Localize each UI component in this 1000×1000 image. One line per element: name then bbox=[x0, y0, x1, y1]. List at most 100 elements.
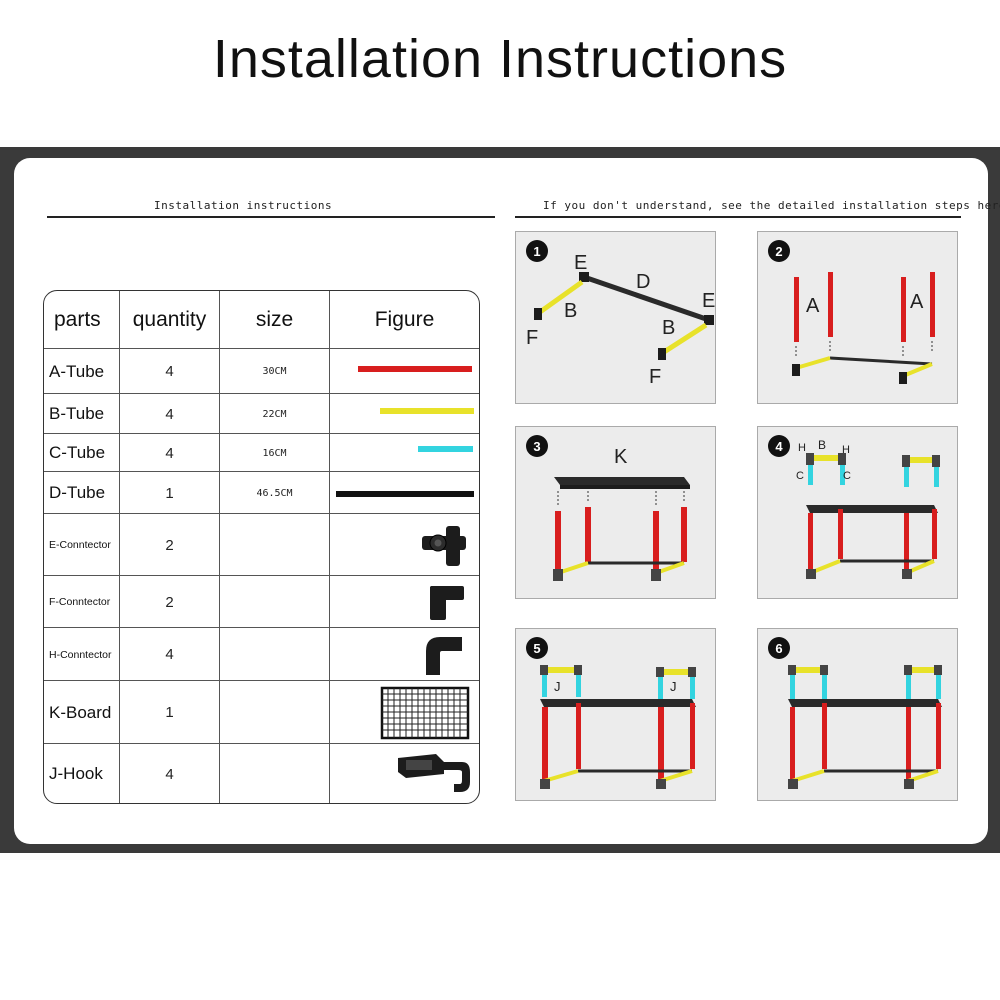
table-row: B-Tube 4 22CM bbox=[44, 393, 479, 434]
step-6-illustration bbox=[788, 665, 942, 789]
table-header-row: parts quantity size Figure bbox=[44, 291, 479, 348]
step-4-panel: 4 H B H C C bbox=[757, 426, 958, 599]
black-tube-icon bbox=[336, 491, 474, 497]
part-figure bbox=[329, 434, 479, 472]
part-name: J-Hook bbox=[49, 764, 103, 783]
page-title: Installation Instructions bbox=[212, 29, 788, 89]
table-row: K-Board 1 bbox=[44, 680, 479, 744]
step-label: C bbox=[843, 470, 851, 482]
table-row: F-Conntector 2 bbox=[44, 575, 479, 628]
step-label: E bbox=[702, 290, 715, 312]
step-5-illustration: J J bbox=[540, 665, 696, 789]
part-name: A-Tube bbox=[49, 361, 105, 381]
part-figure bbox=[329, 472, 479, 514]
part-name: C-Tube bbox=[49, 443, 106, 462]
left-section-header: Installation instructions bbox=[154, 199, 333, 212]
step-label: F bbox=[649, 366, 661, 388]
part-name: K-Board bbox=[49, 702, 112, 722]
step-number: 1 bbox=[526, 240, 548, 262]
part-name: F-Conntector bbox=[49, 596, 111, 608]
step-3-illustration: K bbox=[553, 446, 690, 581]
part-figure bbox=[329, 628, 479, 681]
part-quantity: 2 bbox=[119, 514, 219, 576]
table-row: H-Conntector 4 bbox=[44, 627, 479, 681]
part-quantity: 4 bbox=[119, 628, 219, 681]
part-size: 46.5CM bbox=[219, 472, 329, 514]
red-tube-icon bbox=[358, 366, 472, 372]
step-label: H bbox=[798, 442, 806, 454]
e-connector-icon bbox=[422, 526, 466, 566]
step-label: C bbox=[796, 470, 804, 482]
right-header-rule bbox=[515, 216, 961, 218]
part-size bbox=[219, 628, 329, 681]
step-number: 4 bbox=[768, 435, 790, 457]
step-6-panel: 6 bbox=[757, 628, 958, 801]
step-label: B bbox=[564, 300, 577, 322]
right-section-header: If you don't understand, see the detaile… bbox=[543, 199, 1000, 212]
part-figure bbox=[329, 394, 479, 434]
step-number: 5 bbox=[526, 637, 548, 659]
step-label: J bbox=[670, 679, 677, 694]
step-label: D bbox=[636, 271, 650, 293]
j-hook-icon bbox=[398, 754, 470, 792]
part-size bbox=[219, 576, 329, 628]
part-quantity: 4 bbox=[119, 744, 219, 803]
table-row: C-Tube 4 16CM bbox=[44, 433, 479, 472]
part-figure bbox=[329, 576, 479, 628]
step-label: A bbox=[910, 291, 924, 313]
step-label: E bbox=[574, 252, 587, 274]
table-row: E-Conntector 2 bbox=[44, 513, 479, 576]
header-figure: Figure bbox=[329, 291, 479, 348]
part-quantity: 4 bbox=[119, 349, 219, 394]
step-number: 3 bbox=[526, 435, 548, 457]
step-5-panel: 5 J J bbox=[515, 628, 716, 801]
f-connector-icon bbox=[430, 586, 464, 620]
header-parts: parts bbox=[54, 307, 101, 331]
part-quantity: 4 bbox=[119, 394, 219, 434]
part-name: B-Tube bbox=[49, 404, 105, 423]
cyan-tube-icon bbox=[418, 446, 473, 452]
part-size bbox=[219, 681, 329, 744]
header-size: size bbox=[219, 291, 329, 348]
part-figure bbox=[329, 744, 479, 803]
part-quantity: 2 bbox=[119, 576, 219, 628]
step-4-illustration: H B H C C bbox=[796, 438, 940, 579]
table-row: A-Tube 4 30CM bbox=[44, 348, 479, 394]
part-size bbox=[219, 514, 329, 576]
step-2-panel: 2 A A bbox=[757, 231, 958, 404]
part-name: E-Conntector bbox=[49, 539, 111, 551]
k-board-icon bbox=[380, 686, 470, 740]
h-connector-icon bbox=[426, 637, 462, 675]
step-number: 6 bbox=[768, 637, 790, 659]
part-name: D-Tube bbox=[49, 483, 106, 502]
step-1-illustration: E D E B B F F bbox=[526, 252, 715, 388]
left-header-rule bbox=[47, 216, 495, 218]
part-figure bbox=[329, 681, 479, 744]
step-1-panel: 1 E D E B B F F bbox=[515, 231, 716, 404]
part-quantity: 4 bbox=[119, 434, 219, 472]
part-figure bbox=[329, 514, 479, 576]
step-label: A bbox=[806, 295, 820, 317]
step-label: F bbox=[526, 327, 538, 349]
part-quantity: 1 bbox=[119, 472, 219, 514]
part-quantity: 1 bbox=[119, 681, 219, 744]
part-size: 22CM bbox=[219, 394, 329, 434]
step-label: B bbox=[662, 317, 675, 339]
step-3-panel: 3 K bbox=[515, 426, 716, 599]
step-2-illustration: A A bbox=[792, 272, 935, 384]
table-row: J-Hook 4 bbox=[44, 743, 479, 803]
step-label: B bbox=[818, 438, 826, 452]
table-row: D-Tube 1 46.5CM bbox=[44, 471, 479, 514]
parts-table: parts quantity size Figure A-Tube 4 30CM… bbox=[43, 290, 480, 804]
part-name: H-Conntector bbox=[49, 648, 112, 661]
part-size bbox=[219, 744, 329, 803]
part-size: 16CM bbox=[219, 434, 329, 472]
yellow-tube-icon bbox=[380, 408, 474, 414]
step-label: J bbox=[554, 679, 561, 694]
part-figure bbox=[329, 349, 479, 394]
step-label: K bbox=[614, 446, 628, 468]
header-quantity: quantity bbox=[119, 291, 219, 348]
step-label: H bbox=[842, 444, 850, 456]
step-number: 2 bbox=[768, 240, 790, 262]
part-size: 30CM bbox=[219, 349, 329, 394]
